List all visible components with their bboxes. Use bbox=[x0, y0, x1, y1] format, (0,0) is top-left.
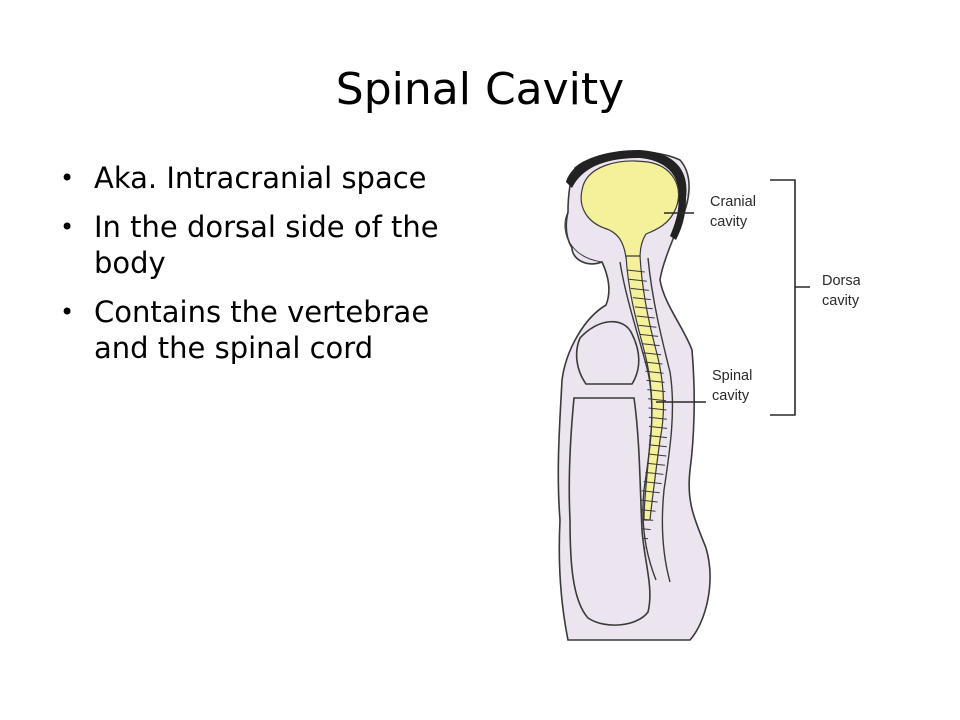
vertebra-tick bbox=[648, 407, 667, 411]
dorsal-label-line1: Dorsal bbox=[822, 273, 860, 289]
cranial-cavity-shape bbox=[580, 160, 680, 259]
vertebra-tick bbox=[643, 481, 662, 485]
vertebra-tick bbox=[641, 343, 660, 347]
vertebra-tick bbox=[648, 453, 667, 457]
vertebra-tick bbox=[638, 324, 657, 328]
vertebra-tick bbox=[632, 297, 651, 301]
bullet-text-continuation: and the spinal cord bbox=[94, 331, 374, 365]
bullet-text: In the dorsal side of the bbox=[94, 210, 439, 244]
vertebra-tick bbox=[648, 425, 668, 429]
vertebra-tick bbox=[640, 333, 659, 337]
dorsal-bracket bbox=[770, 179, 810, 416]
vertebra-tick bbox=[647, 389, 666, 393]
dorsal-cavity-diagram: Cranial cavity Dorsal cavity Spinal cavi… bbox=[557, 150, 860, 641]
vertebral-column bbox=[619, 261, 657, 581]
vertebra-tick bbox=[645, 370, 664, 374]
vertebra-tick bbox=[630, 287, 649, 291]
bullet-item: In the dorsal side of the body bbox=[60, 209, 530, 281]
bullet-text: Aka. Intracranial space bbox=[94, 161, 427, 195]
cranial-label-line1: Cranial bbox=[710, 194, 756, 210]
vertebra-tick bbox=[648, 444, 667, 448]
bullet-list: Aka. Intracranial space In the dorsal si… bbox=[60, 160, 530, 379]
bullet-text-continuation: body bbox=[94, 246, 166, 280]
vertebra-tick bbox=[626, 269, 645, 273]
vertebra-tick bbox=[648, 416, 667, 420]
bullet-item: Aka. Intracranial space bbox=[60, 160, 530, 196]
cranial-label-line2: cavity bbox=[710, 214, 748, 230]
vertebra-tick bbox=[648, 435, 668, 439]
face-profile bbox=[564, 211, 603, 263]
vertebra-tick bbox=[644, 361, 663, 365]
vertebra-tick bbox=[646, 379, 665, 383]
vertebra-tick bbox=[639, 499, 658, 503]
vertebra-tick bbox=[642, 352, 662, 356]
hair bbox=[566, 150, 687, 240]
bullet-text: Contains the vertebrae bbox=[94, 295, 430, 329]
bullet-item: Contains the vertebrae and the spinal co… bbox=[60, 294, 530, 366]
dorsal-label-line2: cavity bbox=[822, 293, 860, 309]
vertebra-tick bbox=[647, 398, 667, 402]
vertebra-tick bbox=[645, 471, 664, 475]
slide-title: Spinal Cavity bbox=[335, 64, 625, 115]
vertebra-tick bbox=[628, 278, 647, 282]
abdominopelvic-cavity-outline bbox=[568, 397, 651, 626]
spinal-label-line1: Spinal bbox=[712, 368, 752, 384]
vertebra-tick bbox=[646, 462, 666, 466]
vertebra-tick bbox=[634, 306, 653, 310]
vertebral-column-rear bbox=[647, 257, 674, 583]
vertebra-tick bbox=[636, 315, 655, 319]
thoracic-cavity-outline bbox=[575, 320, 640, 385]
vertebra-tick bbox=[641, 490, 660, 494]
spinal-label-line2: cavity bbox=[712, 388, 750, 404]
